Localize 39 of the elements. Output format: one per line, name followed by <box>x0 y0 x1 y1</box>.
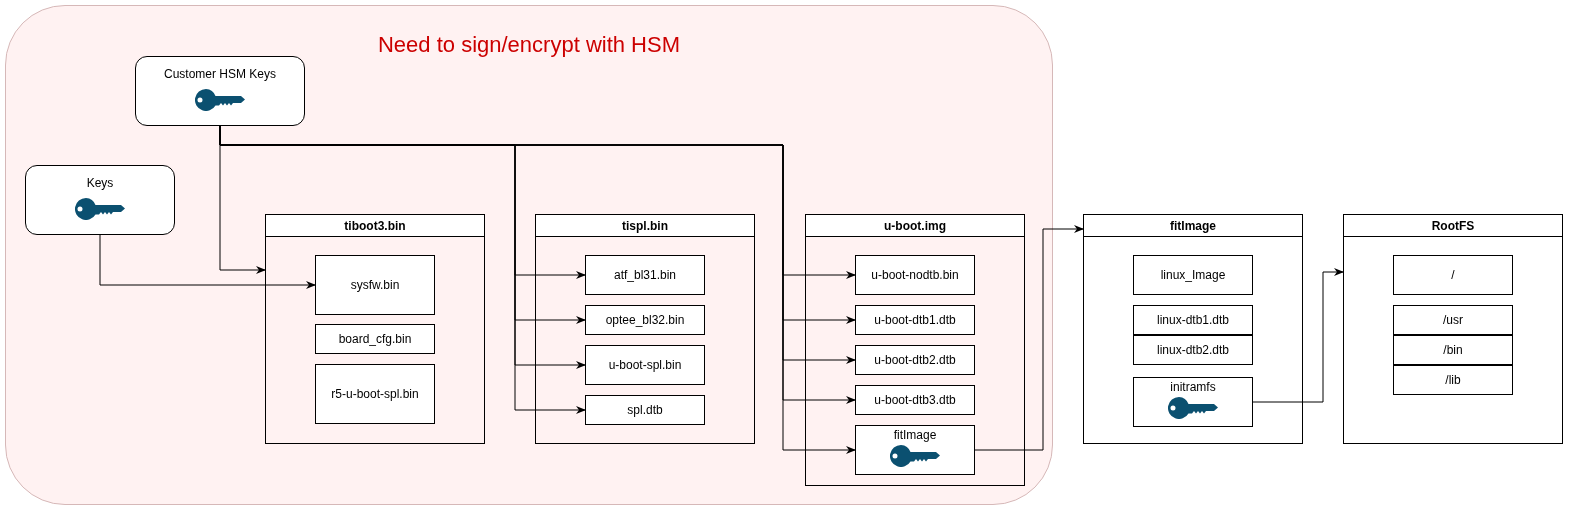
signed-component-box <box>855 425 975 475</box>
component-box: r5-u-boot-spl.bin <box>315 364 435 424</box>
image-container <box>1083 214 1303 444</box>
component-box: /usr <box>1393 305 1513 335</box>
connector-arrow <box>974 225 1084 451</box>
component-box: linux-dtb1.dtb <box>1133 305 1253 335</box>
container-header: tispl.bin <box>536 215 754 237</box>
component-box: u-boot-dtb3.dtb <box>855 385 975 415</box>
signed-component-box <box>1133 377 1253 427</box>
component-box: u-boot-dtb2.dtb <box>855 345 975 375</box>
component-box: /bin <box>1393 335 1513 365</box>
component-label: fitImage <box>893 428 937 442</box>
component-box: u-boot-dtb1.dtb <box>855 305 975 335</box>
component-box: linux_Image <box>1133 255 1253 295</box>
component-box: sysfw.bin <box>315 255 435 315</box>
image-container <box>1343 214 1563 444</box>
image-container <box>535 214 755 444</box>
key-card <box>25 165 175 235</box>
container-header: tiboot3.bin <box>266 215 484 237</box>
container-header: u-boot.img <box>806 215 1024 237</box>
component-box: atf_bl31.bin <box>585 255 705 295</box>
key-card-label: Keys <box>86 176 114 190</box>
key-card <box>135 56 305 126</box>
component-box: board_cfg.bin <box>315 324 435 354</box>
component-box: optee_bl32.bin <box>585 305 705 335</box>
component-box: /lib <box>1393 365 1513 395</box>
component-box: u-boot-nodtb.bin <box>855 255 975 295</box>
component-box: spl.dtb <box>585 395 705 425</box>
region-panel <box>5 5 1053 505</box>
region-title: Need to sign/encrypt with HSM <box>377 32 681 58</box>
key-card-label: Customer HSM Keys <box>164 67 276 81</box>
component-box: u-boot-spl.bin <box>585 345 705 385</box>
component-box: / <box>1393 255 1513 295</box>
connector-arrow <box>1252 268 1344 403</box>
image-container <box>265 214 485 444</box>
image-container <box>805 214 1025 486</box>
component-box: linux-dtb2.dtb <box>1133 335 1253 365</box>
connector-arrow <box>99 234 316 289</box>
component-label: initramfs <box>1170 380 1216 394</box>
